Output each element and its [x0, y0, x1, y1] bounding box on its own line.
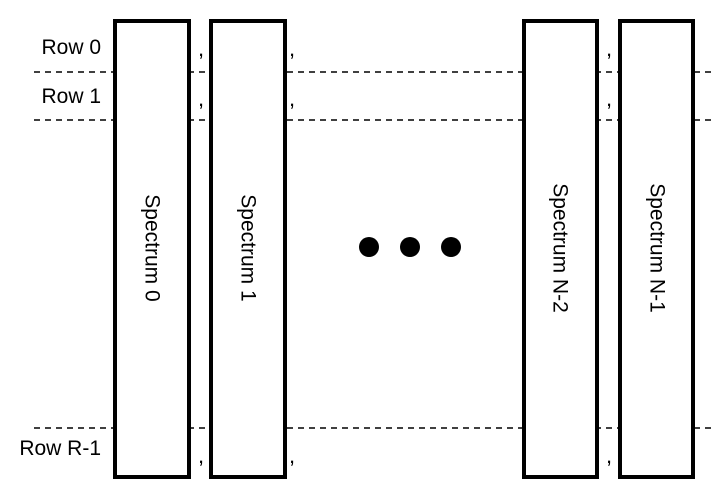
ellipsis-dot-1 — [359, 237, 379, 257]
comma-row-r-1-after-spectrum-n-2: , — [606, 443, 612, 468]
comma-row-0-after-spectrum-0: , — [198, 36, 204, 61]
spectrum-0-box — [113, 19, 191, 479]
ellipsis-dot-2 — [400, 237, 420, 257]
comma-row-1-after-spectrum-0: , — [198, 86, 204, 111]
ellipsis-dot-3 — [441, 237, 461, 257]
spectrum-n-2-label: Spectrum N-2 — [549, 183, 572, 313]
row-1-label: Row 1 — [41, 85, 101, 108]
comma-row-0-after-spectrum-1: , — [289, 36, 295, 61]
spectrum-n-1-box — [618, 19, 695, 479]
comma-row-0-after-spectrum-n-2: , — [606, 36, 612, 61]
row-0-label: Row 0 — [41, 36, 101, 59]
comma-row-r-1-after-spectrum-1: , — [289, 443, 295, 468]
spectrum-n-1-label: Spectrum N-1 — [646, 183, 669, 313]
comma-row-1-after-spectrum-n-2: , — [606, 86, 612, 111]
comma-row-1-after-spectrum-1: , — [289, 86, 295, 111]
spectrum-0-label: Spectrum 0 — [141, 194, 164, 301]
spectrum-n-2-box — [522, 19, 599, 479]
row-r-1-label: Row R-1 — [19, 437, 101, 460]
spectrum-1-box — [209, 19, 287, 479]
comma-row-r-1-after-spectrum-0: , — [198, 443, 204, 468]
spectrum-1-label: Spectrum 1 — [237, 194, 260, 301]
